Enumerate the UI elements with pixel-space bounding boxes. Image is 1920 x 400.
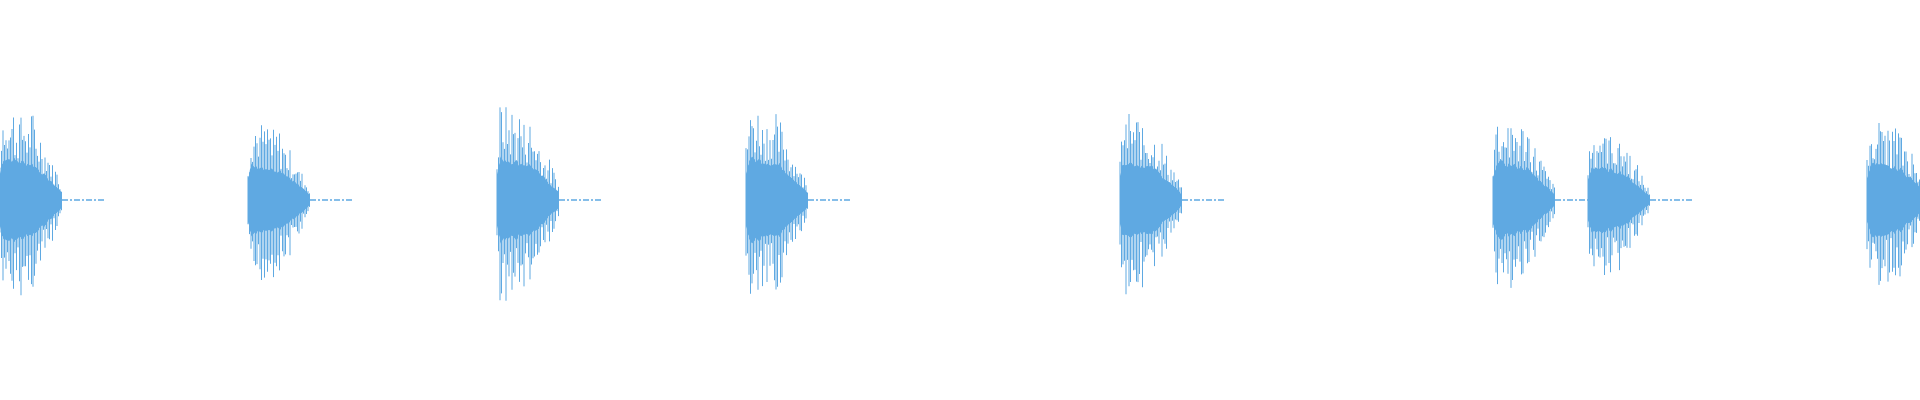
waveform-burst <box>1587 137 1692 275</box>
waveform-burst <box>1119 114 1224 295</box>
waveform-burst <box>0 115 104 296</box>
waveform-burst <box>247 125 352 280</box>
waveform-burst <box>1866 123 1920 285</box>
waveform-burst <box>496 107 601 301</box>
waveform-bursts <box>0 107 1920 301</box>
waveform-burst <box>1492 126 1597 288</box>
waveform-burst <box>745 114 850 294</box>
